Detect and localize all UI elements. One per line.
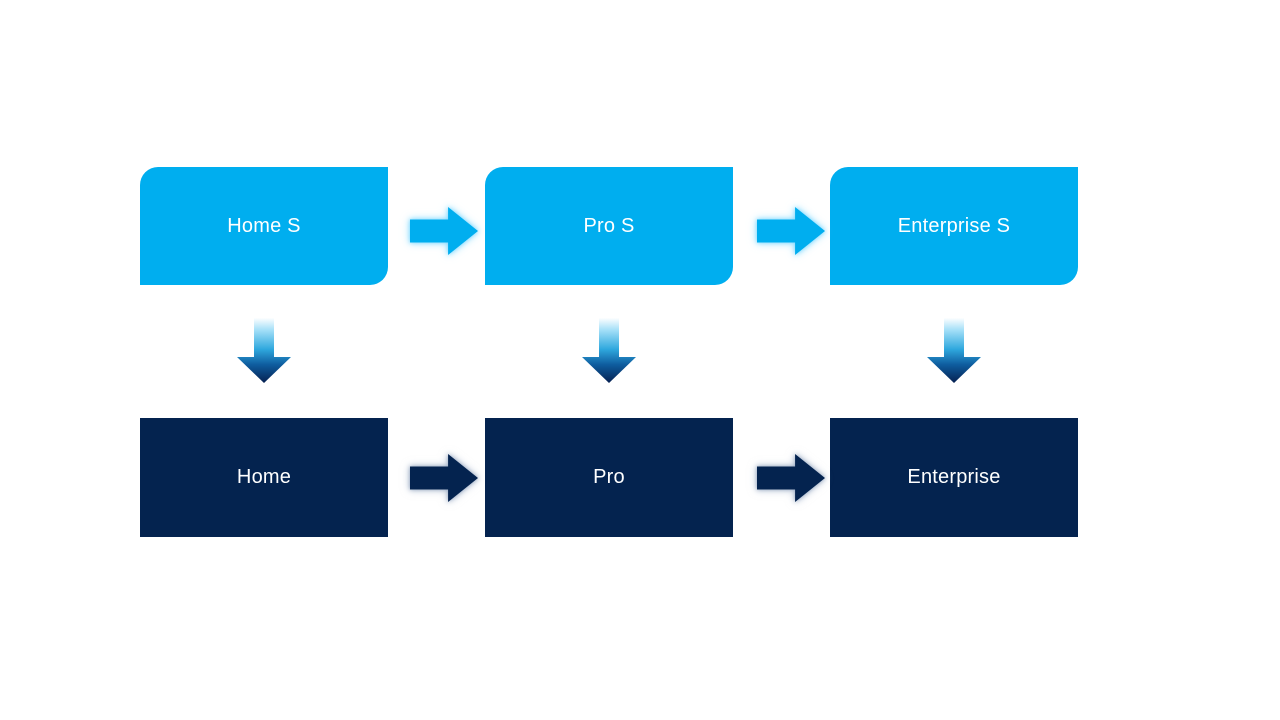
node-home: Home	[140, 418, 388, 537]
node-enterprise: Enterprise	[830, 418, 1078, 537]
node-enterprise-label: Enterprise	[907, 466, 1001, 488]
right-arrow-icon	[757, 454, 825, 502]
node-pro-s: Pro S	[485, 167, 733, 285]
node-pro: Pro	[485, 418, 733, 537]
arrow-down-home-s-to-home	[237, 318, 291, 383]
arrow-right-pro-to-enterprise	[757, 454, 825, 502]
node-pro-label: Pro	[593, 466, 625, 488]
node-home-s-label: Home S	[227, 214, 301, 237]
node-pro-s-label: Pro S	[583, 214, 635, 237]
node-enterprise-s: Enterprise S	[830, 167, 1078, 285]
arrow-right-home-to-pro	[410, 454, 478, 502]
arrow-down-pro-s-to-pro	[582, 318, 636, 383]
arrow-right-home-s-to-pro-s	[410, 207, 478, 255]
node-home-s: Home S	[140, 167, 388, 285]
right-arrow-icon	[757, 207, 825, 255]
right-arrow-icon	[410, 454, 478, 502]
node-enterprise-s-label: Enterprise S	[897, 214, 1011, 237]
node-home-label: Home	[236, 466, 292, 488]
right-arrow-icon	[410, 207, 478, 255]
arrow-down-enterprise-s-to-enterprise	[927, 318, 981, 383]
arrow-right-pro-s-to-enterprise-s	[757, 207, 825, 255]
